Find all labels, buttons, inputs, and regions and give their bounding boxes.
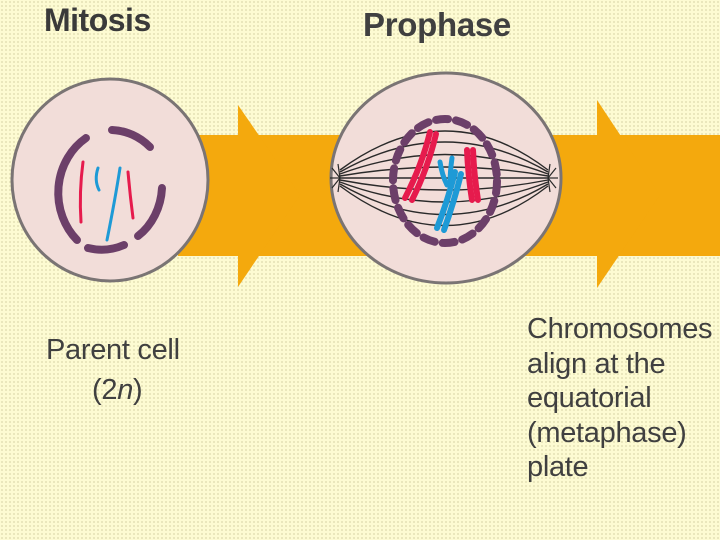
ploidy-suffix: ) [133, 374, 143, 406]
caption-metaphase-line: align at the [527, 347, 666, 380]
chromosome-blue [105, 166, 122, 242]
chromosome-red [470, 147, 481, 203]
chromosome-red [409, 131, 439, 203]
chromosome-blue [441, 171, 464, 233]
heading-prophase: Prophase [363, 6, 511, 43]
spindle-pole-left [330, 163, 341, 193]
prophase-cell [329, 71, 563, 285]
chromosome-blue [437, 159, 450, 188]
prophase-chromosomes [402, 129, 481, 233]
caption-parent-cell: Parent cell (2n) [46, 330, 180, 410]
caption-metaphase-line: plate [527, 451, 589, 483]
parent-cell [10, 77, 210, 283]
heading-mitosis: Mitosis [44, 2, 151, 38]
chromosome-blue [94, 166, 101, 192]
parent-nuclear-envelope [54, 126, 166, 254]
spindle-pole-right [547, 163, 558, 193]
chromosome-red [402, 129, 433, 201]
ploidy-n: n [117, 374, 134, 406]
caption-parent-line2: (2n) [46, 370, 180, 410]
chromosome-red [464, 147, 475, 203]
ploidy-prefix: (2 [92, 374, 118, 406]
arrow-head-1 [238, 105, 300, 287]
parent-cell-membrane [10, 77, 210, 283]
chromosome-red [126, 170, 135, 220]
chromosome-red [78, 160, 85, 224]
arrow-head-2 [597, 100, 660, 288]
caption-metaphase: Chromosomes align at the equatorial (met… [527, 312, 713, 485]
caption-parent-line1: Parent cell [46, 334, 180, 366]
parent-chromosomes [78, 160, 135, 242]
caption-metaphase-line: Chromosomes [527, 313, 713, 345]
caption-metaphase-line: equatorial [527, 382, 652, 414]
chromosome-blue [434, 169, 458, 231]
caption-metaphase-line: (metaphase) [527, 416, 687, 449]
fragmenting-nuclear-envelope [389, 115, 501, 247]
